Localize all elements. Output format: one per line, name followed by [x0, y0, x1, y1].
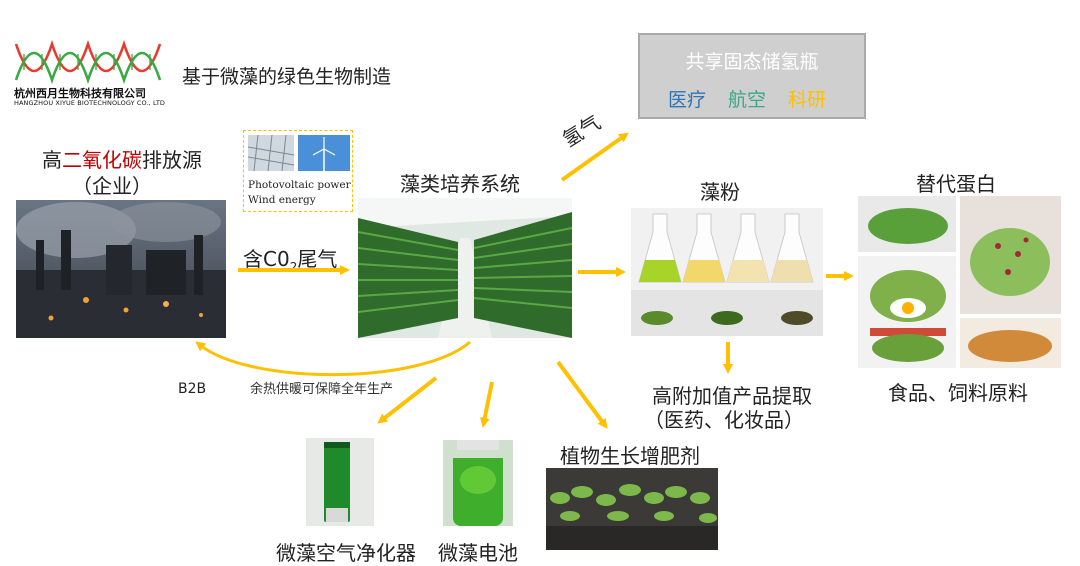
- alt-protein-image: [858, 196, 1061, 368]
- source-label-post: 排放源: [142, 148, 202, 172]
- arrow-hydrogen: [560, 132, 629, 182]
- exhaust-label-sub: 2: [289, 260, 298, 274]
- energy-label-wind: Wind energy: [248, 194, 316, 206]
- source-label-pre: 高: [42, 148, 62, 172]
- b2b-label: B2B: [178, 381, 207, 397]
- algae-powder-label: 藻粉: [700, 180, 740, 204]
- arrow-fertilizer: [556, 360, 608, 429]
- solar-panel-icon: [248, 135, 294, 171]
- storage-use-aviation: 航空: [728, 89, 767, 111]
- company-logo: 杭州西月生物科技有限公司 HANGZHOU XIYUE BIOTECHNOLOG…: [14, 40, 169, 107]
- arrow-battery: [479, 381, 494, 428]
- dna-logo-icon: [14, 40, 162, 84]
- energy-box: Photovoltaic power Wind energy: [243, 130, 353, 212]
- algae-powder-image: [631, 208, 823, 336]
- storage-use-medical: 医疗: [668, 89, 707, 111]
- wind-turbine-icon: [298, 135, 350, 171]
- company-name-cn: 杭州西月生物科技有限公司: [14, 87, 146, 100]
- exhaust-label: 含C02尾气: [243, 243, 337, 274]
- air-purifier-label: 微藻空气净化器: [276, 541, 416, 565]
- company-name-en: HANGZHOU XIYUE BIOTECHNOLOGY CO., LTD: [14, 99, 166, 107]
- source-sublabel: （企业）: [72, 174, 152, 198]
- exhaust-label-post: 尾气: [297, 247, 338, 271]
- exhaust-label-pre: 含C0: [243, 247, 290, 271]
- algae-battery-image: [443, 440, 513, 526]
- high-value-sublabel: （医药、化妆品）: [644, 408, 804, 432]
- culture-system-image: [358, 198, 572, 338]
- culture-system-label: 藻类培养系统: [400, 172, 520, 196]
- waste-heat-label: 余热供暖可保障全年生产: [250, 382, 394, 397]
- alt-protein-label: 替代蛋白: [916, 172, 996, 196]
- source-label: 高二氧化碳排放源: [42, 144, 202, 173]
- arrow-purifier: [377, 376, 438, 424]
- slogan: 基于微藻的绿色生物制造: [182, 66, 392, 88]
- source-label-highlight: 二氧化碳: [62, 148, 142, 172]
- food-feed-label: 食品、饲料原料: [888, 381, 1028, 405]
- hydrogen-storage-title: 共享固态储氢瓶: [685, 51, 819, 73]
- hydrogen-storage-box: 共享固态储氢瓶 医疗 航空 科研: [638, 33, 866, 119]
- high-value-label: 高附加值产品提取: [652, 384, 812, 408]
- fertilizer-label: 植物生长增肥剂: [560, 444, 700, 468]
- algae-battery-label: 微藻电池: [438, 541, 518, 565]
- factory-image: [16, 200, 226, 338]
- energy-label-pv: Photovoltaic power: [248, 179, 351, 191]
- storage-use-research: 科研: [788, 89, 827, 111]
- fertilizer-image: [546, 468, 718, 550]
- air-purifier-image: [306, 438, 374, 526]
- arrow-waste-heat: [195, 340, 471, 377]
